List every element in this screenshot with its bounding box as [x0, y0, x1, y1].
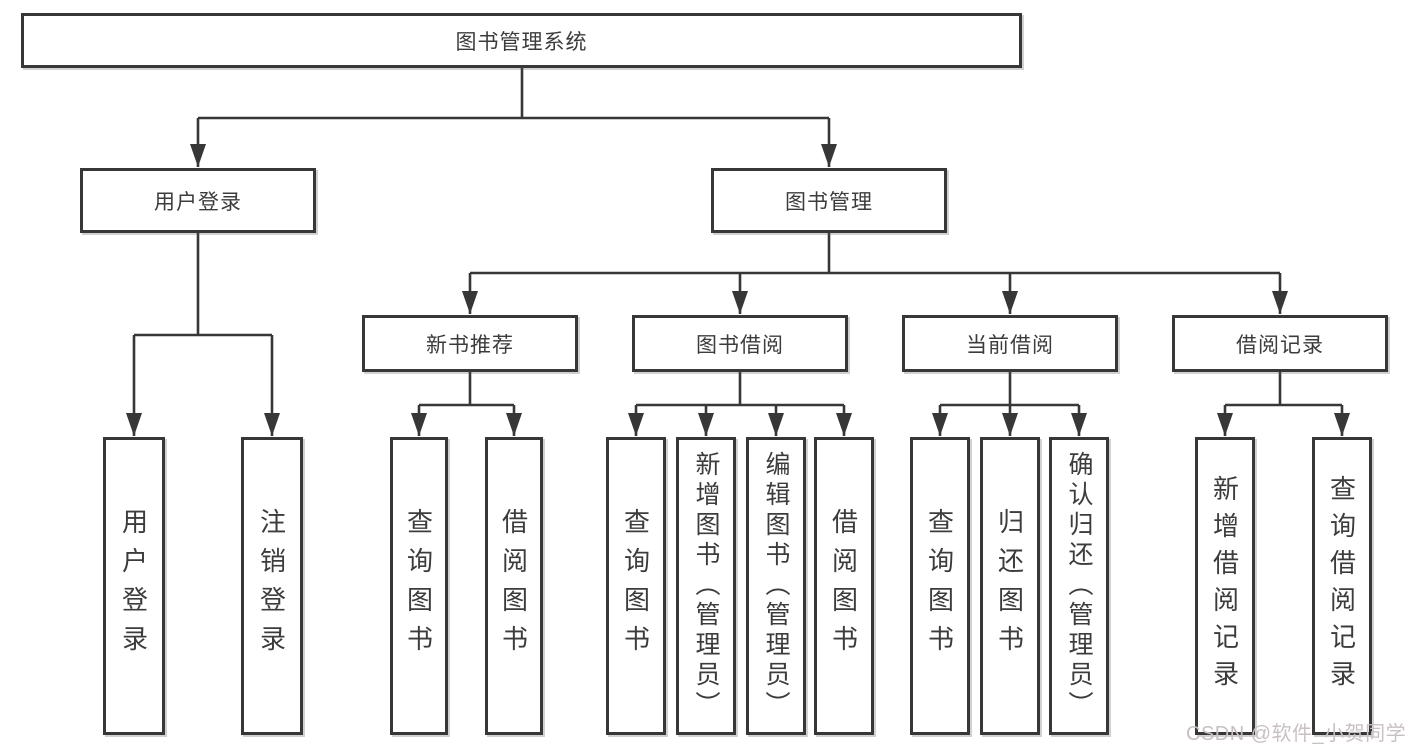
node-label: 新增借阅记录	[1209, 475, 1240, 697]
leaf-query-book-current: 查询图书	[910, 437, 970, 735]
node-label: 查询图书	[620, 508, 651, 664]
node-label: 注销登录	[256, 508, 287, 664]
node-book-borrow: 图书借阅	[632, 315, 848, 372]
node-borrow-record: 借阅记录	[1172, 315, 1388, 372]
csdn-watermark: CSDN @软件_小贺同学	[1186, 723, 1405, 745]
node-label: 查询图书	[924, 508, 955, 664]
node-label: 新书推荐	[426, 333, 514, 357]
node-label: 编辑图书（管理员）	[762, 451, 790, 721]
node-label: 借阅图书	[498, 508, 529, 664]
leaf-edit-book-admin: 编辑图书（管理员）	[746, 437, 806, 735]
leaf-logout: 注销登录	[241, 437, 303, 735]
node-label: 图书借阅	[696, 333, 784, 357]
leaf-add-borrow-record: 新增借阅记录	[1195, 437, 1255, 735]
node-label: 查询借阅记录	[1326, 475, 1357, 697]
leaf-query-borrow-record: 查询借阅记录	[1312, 437, 1372, 735]
node-label: 当前借阅	[966, 333, 1054, 357]
node-label: 借阅记录	[1236, 333, 1324, 357]
node-label: 图书管理	[785, 190, 873, 214]
leaf-return-book: 归还图书	[980, 437, 1040, 735]
node-book-management: 图书管理	[711, 168, 947, 233]
node-label: 新增图书（管理员）	[692, 451, 720, 721]
leaf-borrow-book: 借阅图书	[814, 437, 874, 735]
node-new-book-recommend: 新书推荐	[362, 315, 578, 372]
leaf-confirm-return-admin: 确认归还（管理员）	[1049, 437, 1109, 735]
node-label: 归还图书	[994, 508, 1025, 664]
node-root-library-system: 图书管理系统	[21, 13, 1022, 68]
leaf-user-login: 用户登录	[103, 437, 165, 735]
leaf-query-book-borrow: 查询图书	[606, 437, 666, 735]
node-user-login: 用户登录	[80, 168, 316, 233]
node-current-borrow: 当前借阅	[902, 315, 1118, 372]
leaf-query-book-recommend: 查询图书	[390, 437, 448, 735]
node-label: 用户登录	[154, 190, 242, 214]
node-label: 确认归还（管理员）	[1065, 451, 1093, 721]
node-label: 用户登录	[118, 508, 149, 664]
leaf-add-book-admin: 新增图书（管理员）	[676, 437, 736, 735]
node-label: 图书管理系统	[455, 30, 588, 54]
node-label: 借阅图书	[828, 508, 859, 664]
node-label: 查询图书	[403, 508, 434, 664]
leaf-borrow-book-recommend: 借阅图书	[485, 437, 543, 735]
